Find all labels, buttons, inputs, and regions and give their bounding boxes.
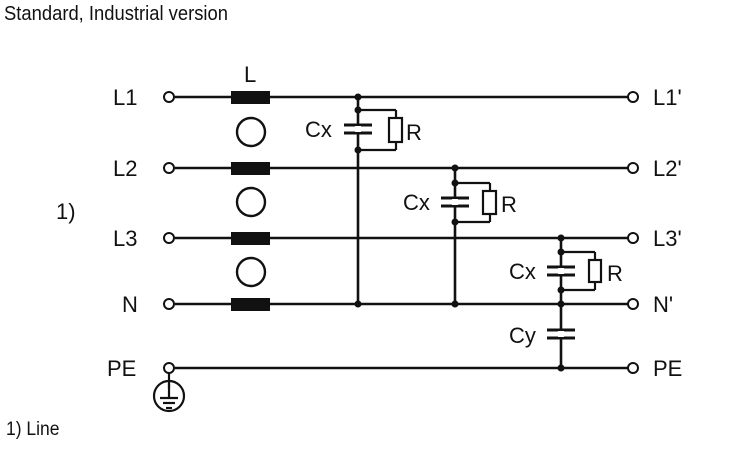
- r-label-1: R: [406, 120, 422, 145]
- r-label-3: R: [607, 261, 623, 286]
- cx-label-3: Cx: [509, 259, 536, 284]
- cx-r-network-1: [344, 93, 404, 308]
- input-label-l1: L1: [113, 85, 137, 110]
- cx-r-network-2: [441, 164, 498, 308]
- cy-capacitor: [547, 328, 575, 372]
- r-label-2: R: [501, 192, 517, 217]
- footnote: 1) Line: [6, 419, 60, 440]
- output-label-n: N': [653, 292, 673, 317]
- output-label-l3: L3': [653, 226, 682, 251]
- input-label-pe: PE: [107, 356, 136, 381]
- output-label-pe: PE: [653, 356, 682, 381]
- input-terminals: [163, 91, 175, 374]
- cx-label-2: Cx: [403, 190, 430, 215]
- inductor-core-symbols: [235, 116, 267, 288]
- inductor-label: L: [244, 62, 256, 87]
- cx-label-1: Cx: [305, 117, 332, 142]
- inductor-windings: [231, 91, 270, 311]
- input-label-l3: L3: [113, 226, 137, 251]
- diagram-title: Standard, Industrial version: [4, 3, 228, 25]
- output-terminals: [627, 91, 639, 374]
- cx-r-network-3: [547, 234, 603, 368]
- output-label-l2: L2': [653, 156, 682, 181]
- input-label-l2: L2: [113, 156, 137, 181]
- cy-label: Cy: [509, 323, 536, 348]
- line-marker: 1): [56, 199, 76, 224]
- ground-icon: [152, 373, 186, 413]
- input-label-n: N: [122, 292, 138, 317]
- output-label-l1: L1': [653, 85, 682, 110]
